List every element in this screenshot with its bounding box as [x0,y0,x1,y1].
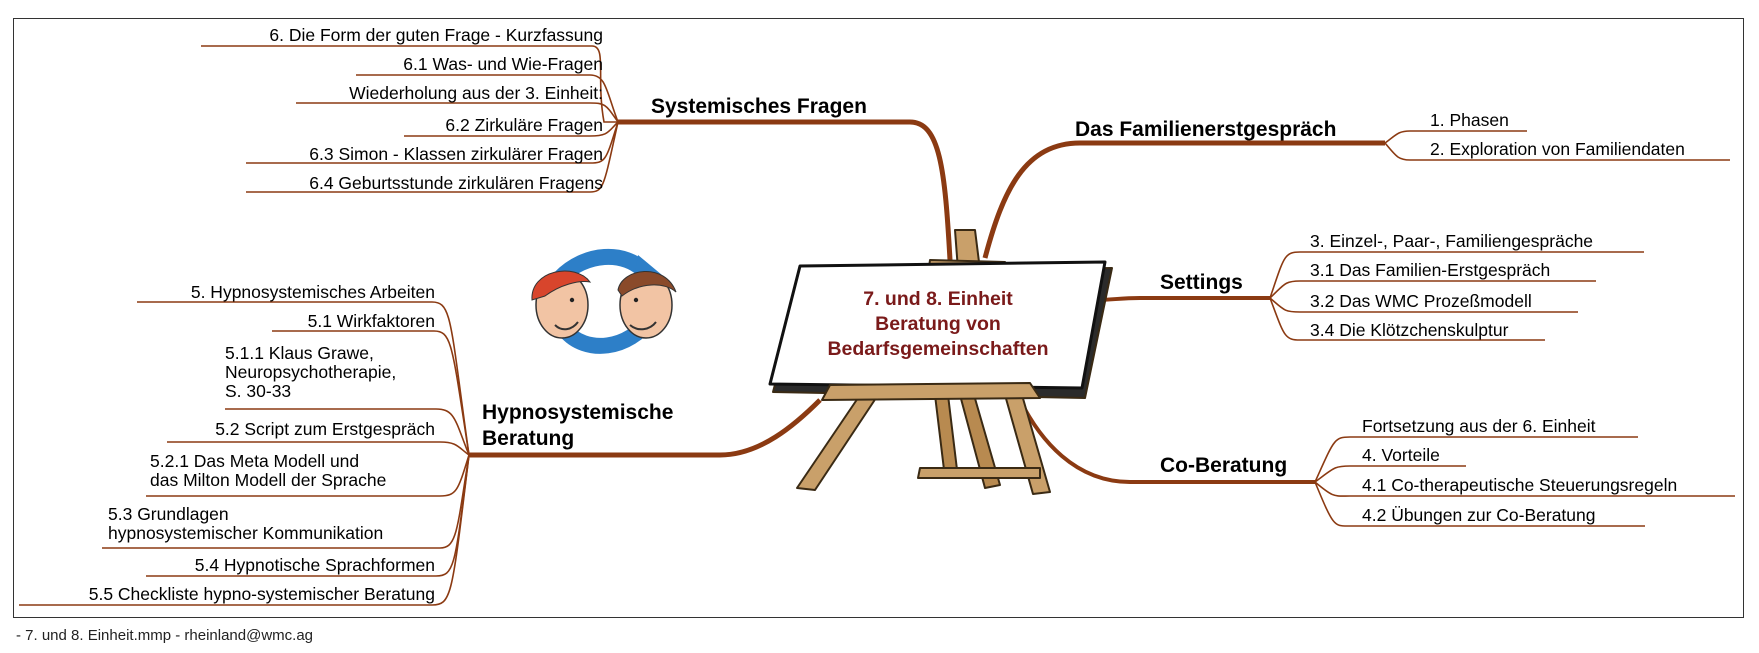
leaf-sf-5[interactable]: 6.3 Simon - Klassen zirkulärer Fragen [309,144,603,164]
leaf-hb-3-line-3: S. 30-33 [225,381,292,401]
leaf-st-4[interactable]: 3.4 Die Klötzchenskulptur [1310,320,1509,340]
mindmap-frame [13,18,1744,618]
leaf-hb-4[interactable]: 5.2 Script zum Erstgespräch [215,419,435,439]
leaf-hb-3[interactable]: 5.1.1 Klaus Grawe, Neuropsychotherapie, … [225,344,396,401]
leaf-hb-2[interactable]: 5.1 Wirkfaktoren [307,311,435,331]
leaf-hb-3-line-2: Neuropsychotherapie, [225,362,397,382]
leaf-fe-1[interactable]: 1. Phasen [1430,110,1509,130]
center-line-3: Bedarfsgemeinschaften [827,338,1049,360]
branch-hypno-line-2: Beratung [482,427,575,450]
center-line-2: Beratung von [875,313,1001,335]
leaf-hb-6-line-1: 5.3 Grundlagen [108,504,229,524]
leaf-co-3[interactable]: 4.1 Co-therapeutische Steuerungsregeln [1362,475,1678,495]
leaf-hb-5-line-2: das Milton Modell der Sprache [150,470,387,490]
leaf-fe-2[interactable]: 2. Exploration von Familiendaten [1430,139,1685,159]
leaf-co-1[interactable]: Fortsetzung aus der 6. Einheit [1362,416,1596,436]
leaf-st-2[interactable]: 3.1 Das Familien-Erstgespräch [1310,260,1551,280]
leaf-sf-3[interactable]: Wiederholung aus der 3. Einheit: [349,83,603,103]
leaf-co-4[interactable]: 4.2 Übungen zur Co-Beratung [1362,505,1596,525]
leaf-co-2[interactable]: 4. Vorteile [1362,445,1440,465]
branch-familienerstgespraech[interactable]: Das Familienerstgespräch [1075,118,1337,141]
footer-file-info: - 7. und 8. Einheit.mmp - rheinland@wmc.… [16,627,314,644]
leaf-hb-8[interactable]: 5.5 Checkliste hypno-systemischer Beratu… [88,584,435,604]
leaf-hb-7[interactable]: 5.4 Hypnotische Sprachformen [194,555,435,575]
leaf-sf-4[interactable]: 6.2 Zirkuläre Fragen [445,115,603,135]
branch-co-beratung[interactable]: Co-Beratung [1160,454,1288,477]
branch-systemisches-fragen[interactable]: Systemisches Fragen [651,95,867,118]
leaf-sf-6[interactable]: 6.4 Geburtsstunde zirkulären Fragens [309,173,603,193]
leaf-st-3[interactable]: 3.2 Das WMC Prozeßmodell [1310,291,1532,311]
branch-hypno-line-1: Hypnosystemische [482,401,674,424]
leaf-hb-5-line-1: 5.2.1 Das Meta Modell und [150,451,360,471]
leaf-hb-3-line-1: 5.1.1 Klaus Grawe, [225,343,374,363]
leaf-hb-1[interactable]: 5. Hypnosystemisches Arbeiten [190,282,435,302]
leaf-hb-6-line-2: hypnosystemischer Kommunikation [108,523,384,543]
leaf-hb-6[interactable]: 5.3 Grundlagen hypnosystemischer Kommuni… [108,505,383,543]
branch-hypnosystemische-beratung[interactable]: Hypnosystemische Beratung [482,400,673,452]
leaf-hb-5[interactable]: 5.2.1 Das Meta Modell und das Milton Mod… [150,452,386,490]
leaf-sf-2[interactable]: 6.1 Was- und Wie-Fragen [403,54,603,74]
center-topic[interactable]: 7. und 8. Einheit Beratung von Bedarfsge… [792,287,1084,362]
branch-settings[interactable]: Settings [1160,271,1243,294]
leaf-sf-1[interactable]: 6. Die Form der guten Frage - Kurzfassun… [269,25,603,45]
leaf-st-1[interactable]: 3. Einzel-, Paar-, Familiengespräche [1310,231,1594,251]
center-line-1: 7. und 8. Einheit [863,288,1013,310]
